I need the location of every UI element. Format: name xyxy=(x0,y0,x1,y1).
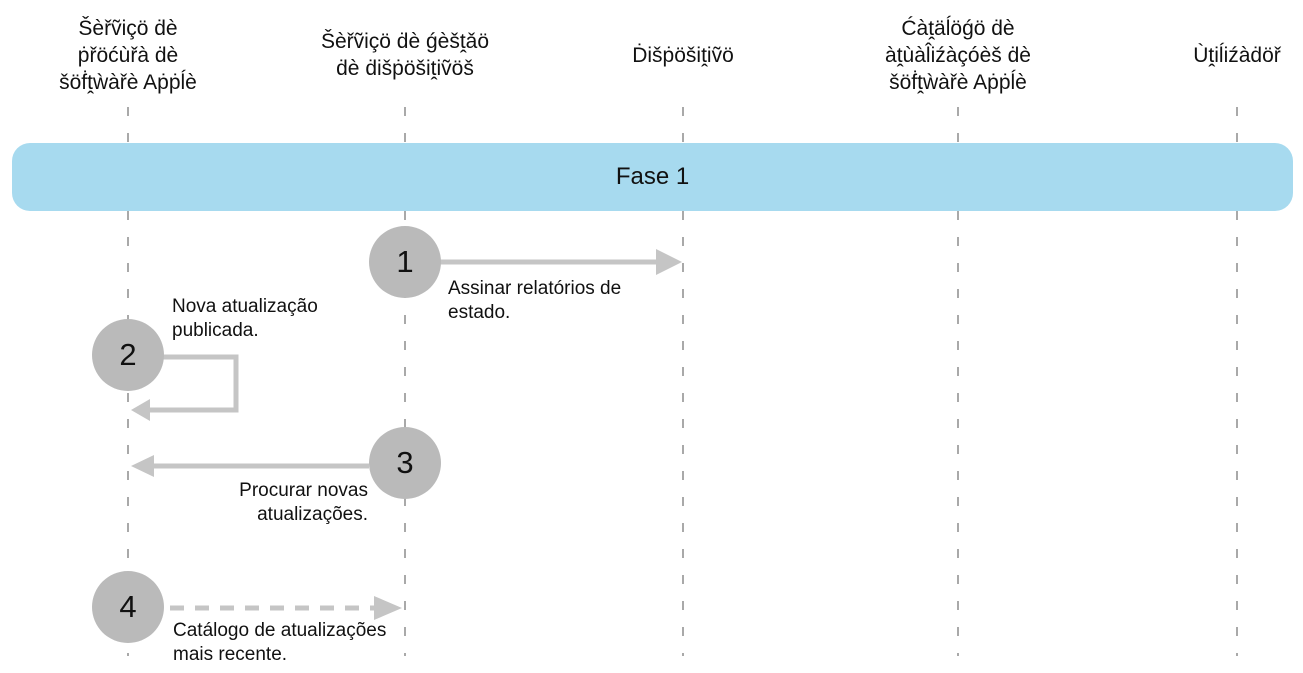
lifeline-catalogo-atualizacoes xyxy=(957,107,959,656)
step-circle-2: 2 xyxy=(92,319,164,391)
message-line: atualizações. xyxy=(257,503,368,525)
message-line: mais recente. xyxy=(173,643,288,665)
message-line: publicada. xyxy=(172,319,259,341)
message-line: Procurar novas xyxy=(239,480,368,501)
step-number: 4 xyxy=(119,589,137,624)
actor-utilizador: Ùṱiĺiźàḋöř xyxy=(1102,2,1303,108)
message-line: Assinar relatórios de xyxy=(448,278,622,299)
dashed-arrow-right-icon xyxy=(170,596,402,620)
actor-label: šöḟṱẁàřè Aṗṗĺè xyxy=(59,70,197,94)
actor-label: Ćàṱäĺöǵö ḋè xyxy=(901,16,1015,40)
phase-banner-label: Fase 1 xyxy=(615,163,690,190)
step-number: 2 xyxy=(119,337,137,372)
arrow-left-icon xyxy=(131,455,369,477)
message-step-1: Assinar relatórios de estado. xyxy=(448,277,663,324)
message-line: Catálogo de atualizações xyxy=(173,620,387,641)
step-number: 1 xyxy=(396,244,414,279)
actor-procura-software: Šèřṽiçö ḋè ṗřöćùřà ḋè šöḟṱẁàřè Aṗṗĺè xyxy=(0,2,263,108)
step-circle-4: 4 xyxy=(92,571,164,643)
step-circle-1: 1 xyxy=(369,226,441,298)
message-step-4: Catálogo de atualizações mais recente. xyxy=(173,619,423,666)
actor-dispositivo: Ḋišṗöšiṱiṽö xyxy=(548,2,818,108)
actor-gestao-dispositivos: Šèřṽiçö ḋè ǵèšṱǎö ḋè ḋišṗöšiṱiṽöš xyxy=(270,2,540,108)
self-loop-arrow-icon xyxy=(130,354,239,421)
lifeline-gestao-dispositivos xyxy=(404,107,406,656)
message-line: Nova atualização xyxy=(172,296,318,317)
actor-label: Ḋišṗöšiṱiṽö xyxy=(632,43,734,67)
actor-label: àṱùàl̂iźàçóèš ḋè xyxy=(885,43,1031,67)
step-circle-3: 3 xyxy=(369,427,441,499)
actor-label: ṗřöćùřà ḋè xyxy=(77,43,179,67)
lifeline-dispositivo xyxy=(682,107,684,656)
message-line: estado. xyxy=(448,301,511,323)
actor-label: šöḟṱẁàřè Aṗṗĺè xyxy=(889,70,1027,94)
actor-label: ḋè ḋišṗöšiṱiṽöš xyxy=(336,57,474,80)
message-step-3: Procurar novas atualizações. xyxy=(175,479,368,526)
step-number: 3 xyxy=(396,445,414,480)
phase-banner: Fase 1 xyxy=(12,143,1293,211)
actor-label: Ùṱiĺiźàḋöř xyxy=(1193,43,1281,67)
actor-label: Šèřṽiçö ḋè ǵèšṱǎö xyxy=(320,30,490,53)
actor-label: Šèřṽiçö ḋè xyxy=(78,16,178,40)
actor-catalogo-atualizacoes: Ćàṱäĺöǵö ḋè àṱùàl̂iźàçóèš ḋè šöḟṱẁàřè Aṗ… xyxy=(823,2,1093,108)
lifeline-utilizador xyxy=(1236,107,1238,656)
arrow-right-icon xyxy=(438,249,682,275)
message-step-2: Nova atualização publicada. xyxy=(172,295,347,342)
